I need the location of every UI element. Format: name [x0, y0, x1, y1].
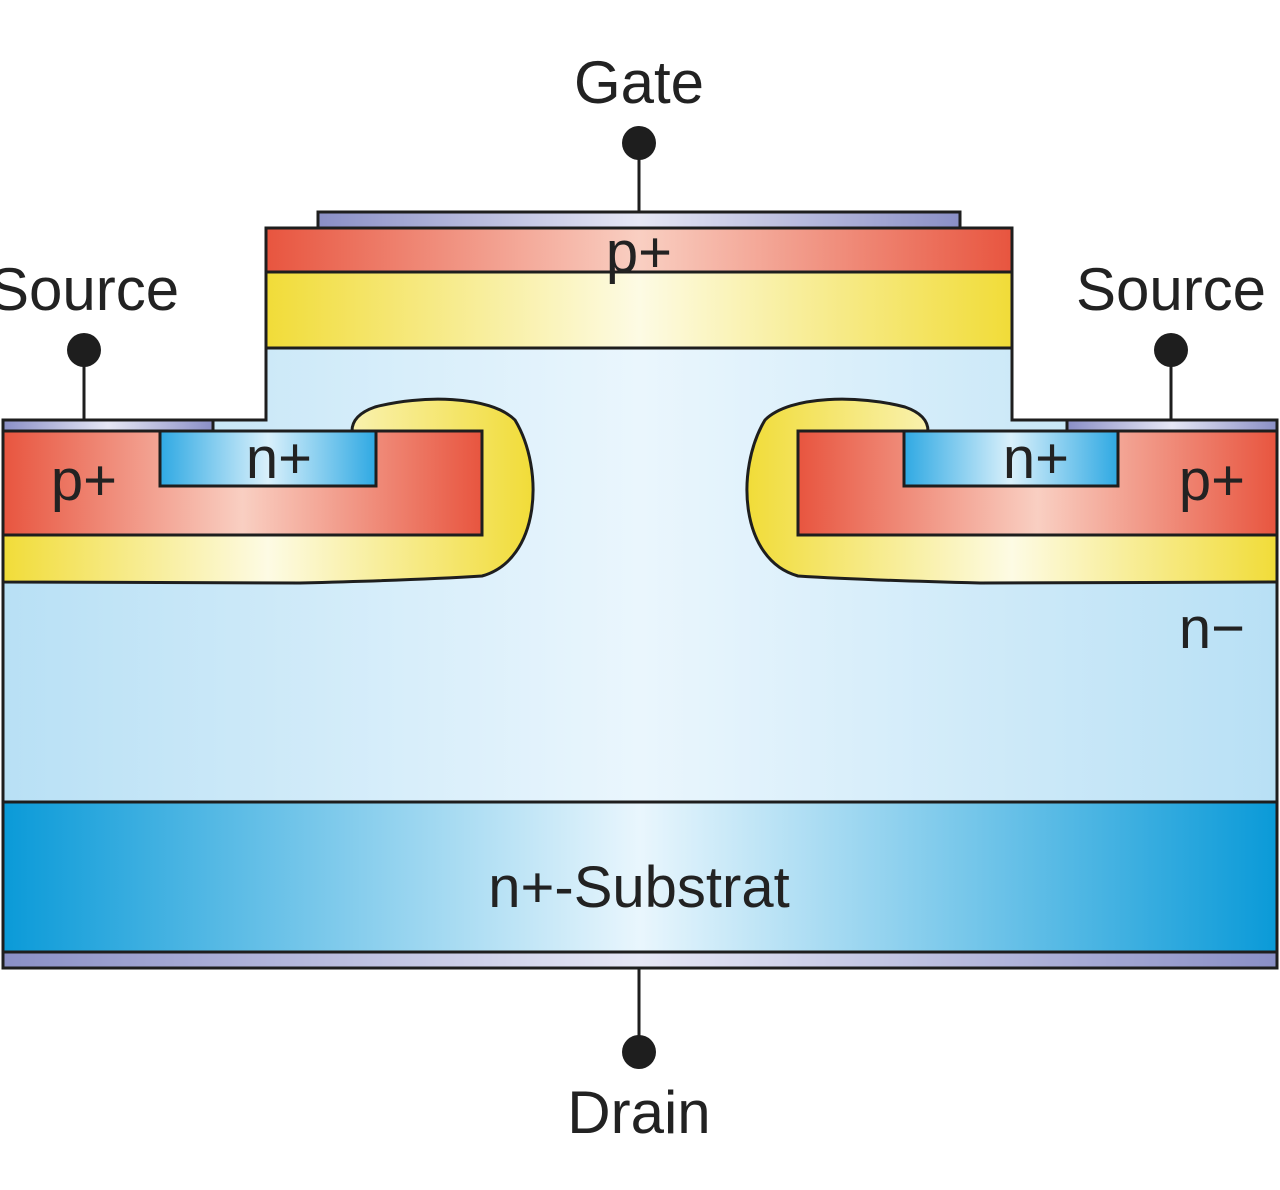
left-n-plus-label: n+ [246, 426, 312, 491]
drain-label: Drain [567, 1079, 710, 1146]
right-source-label: Source [1076, 256, 1266, 323]
drain-terminal-dot [622, 1035, 656, 1069]
left-source-terminal-dot [67, 333, 101, 367]
left-p-plus-label: p+ [51, 448, 117, 513]
left-source-label: Source [0, 256, 179, 323]
right-n-plus-label: n+ [1003, 426, 1069, 491]
substrate-label: n+-Substrat [488, 855, 789, 920]
drain-metal-contact [1, 950, 1279, 970]
substrate-layer [1, 800, 1279, 954]
right-depletion-region [745, 397, 1279, 585]
left-depletion-region [1, 397, 535, 585]
right-p-plus-label: p+ [1179, 448, 1245, 513]
gate-label: Gate [574, 49, 704, 116]
right-source-terminal-dot [1154, 333, 1188, 367]
gate-terminal-dot [622, 126, 656, 160]
left-source-metal-contact [1, 418, 215, 433]
drift-region-label: n− [1179, 596, 1245, 661]
gate-p-plus-label: p+ [606, 220, 672, 285]
gate-p-plus-region [264, 226, 1014, 274]
right-n-plus-region [902, 429, 1120, 488]
left-n-plus-region [158, 429, 378, 488]
gate-depletion-region [264, 270, 1014, 350]
right-source-metal-contact [1065, 418, 1279, 433]
